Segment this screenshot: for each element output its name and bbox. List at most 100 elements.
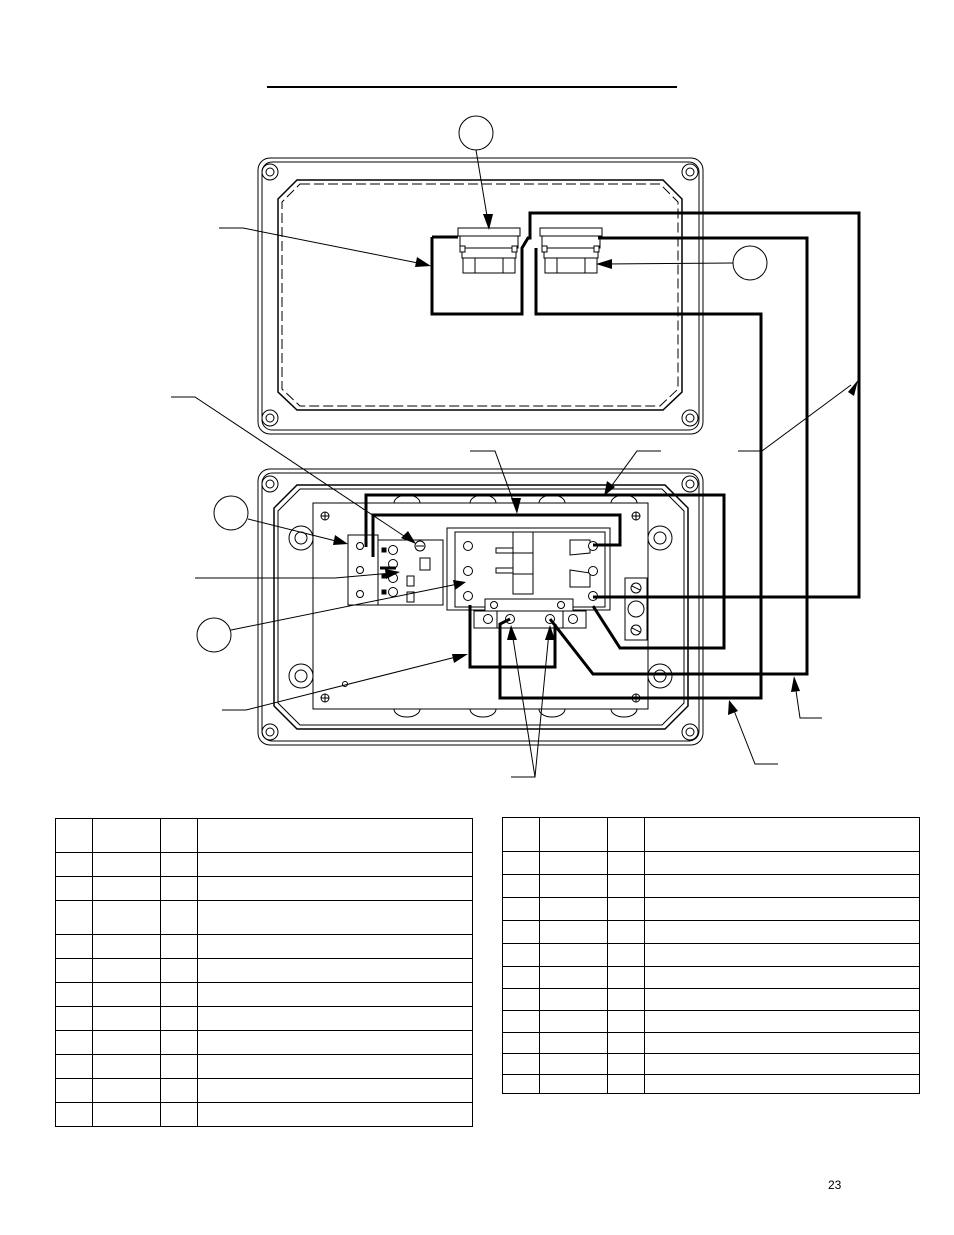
table-cell <box>160 1054 198 1079</box>
table-cell <box>539 1053 608 1075</box>
table-cell <box>160 1102 198 1127</box>
table-cell <box>607 1032 645 1054</box>
table-cell <box>197 958 473 983</box>
table-cell <box>92 1054 161 1079</box>
table-row <box>55 1054 473 1079</box>
table-cell <box>644 920 920 944</box>
table-cell <box>502 988 540 1011</box>
table-row <box>502 1010 920 1033</box>
table-row <box>55 1078 473 1103</box>
table-header <box>55 818 473 853</box>
table-cell <box>502 966 540 989</box>
table-cell <box>539 1032 608 1054</box>
table-cell <box>92 958 161 983</box>
table-cell <box>607 897 645 921</box>
table-cell <box>502 1010 540 1033</box>
table-cell <box>502 943 540 967</box>
header-cell <box>607 817 645 852</box>
table-cell <box>539 988 608 1011</box>
table-cell <box>55 1006 93 1031</box>
table-row <box>502 874 920 898</box>
table-row <box>502 988 920 1011</box>
table-cell <box>55 1078 93 1103</box>
table-cell <box>92 1102 161 1127</box>
table-cell <box>55 958 93 983</box>
table-cell <box>197 1054 473 1079</box>
table-row <box>502 1074 920 1094</box>
aux-contact <box>473 598 587 629</box>
table-cell <box>92 1078 161 1103</box>
table-cell <box>197 1102 473 1127</box>
table-header <box>502 817 920 852</box>
table-cell <box>197 1078 473 1103</box>
table-cell <box>502 851 540 875</box>
table-cell <box>607 1053 645 1075</box>
table-cell <box>607 966 645 989</box>
balloon-top <box>458 115 494 151</box>
table-cell <box>539 943 608 967</box>
table-row <box>55 852 473 877</box>
table-cell <box>197 852 473 877</box>
contactor <box>446 527 611 611</box>
table-cell <box>197 876 473 901</box>
terminal-strip <box>624 577 648 641</box>
table-cell <box>644 966 920 989</box>
table-cell <box>160 876 198 901</box>
table-row <box>502 851 920 875</box>
table-cell <box>92 852 161 877</box>
table-cell <box>607 1010 645 1033</box>
header-cell <box>502 817 540 852</box>
table-cell <box>607 943 645 967</box>
table-cell <box>160 958 198 983</box>
table-cell <box>160 982 198 1007</box>
header-cell <box>160 818 198 853</box>
table-row <box>502 943 920 967</box>
table-row <box>55 1102 473 1127</box>
table-cell <box>55 1054 93 1079</box>
overload-block <box>347 534 444 606</box>
table-cell <box>539 1074 608 1094</box>
table-cell <box>502 920 540 944</box>
table-row <box>502 920 920 944</box>
table-cell <box>55 900 93 935</box>
wiring <box>364 211 861 700</box>
upper-enclosure <box>257 157 704 435</box>
table-row <box>55 982 473 1007</box>
table-cell <box>644 943 920 967</box>
header-cell <box>197 818 473 853</box>
table-cell <box>644 1032 920 1054</box>
table-row <box>502 1032 920 1054</box>
table-cell <box>539 920 608 944</box>
header-cell <box>539 817 608 852</box>
table-row <box>502 1053 920 1075</box>
table-cell <box>607 988 645 1011</box>
table-cell <box>539 897 608 921</box>
parts-table-right <box>502 817 920 1094</box>
table-cell <box>55 982 93 1007</box>
table-row <box>502 897 920 921</box>
table-cell <box>197 1006 473 1031</box>
parts-table-left <box>55 818 473 1127</box>
table-cell <box>92 1030 161 1055</box>
table-cell <box>607 851 645 875</box>
table-cell <box>502 1032 540 1054</box>
table-cell <box>197 900 473 935</box>
table-cell <box>92 934 161 959</box>
table-row <box>55 958 473 983</box>
table-cell <box>502 874 540 898</box>
arrowheads <box>333 214 858 715</box>
header-cell <box>644 817 920 852</box>
table-cell <box>160 1006 198 1031</box>
table-cell <box>160 1078 198 1103</box>
table-cell <box>92 982 161 1007</box>
table-cell <box>197 1030 473 1055</box>
table-row <box>55 876 473 901</box>
table-cell <box>644 874 920 898</box>
table-cell <box>607 1074 645 1094</box>
table-cell <box>55 1102 93 1127</box>
table-cell <box>607 920 645 944</box>
balloon-overload <box>213 495 249 531</box>
table-cell <box>607 874 645 898</box>
table-cell <box>644 1053 920 1075</box>
